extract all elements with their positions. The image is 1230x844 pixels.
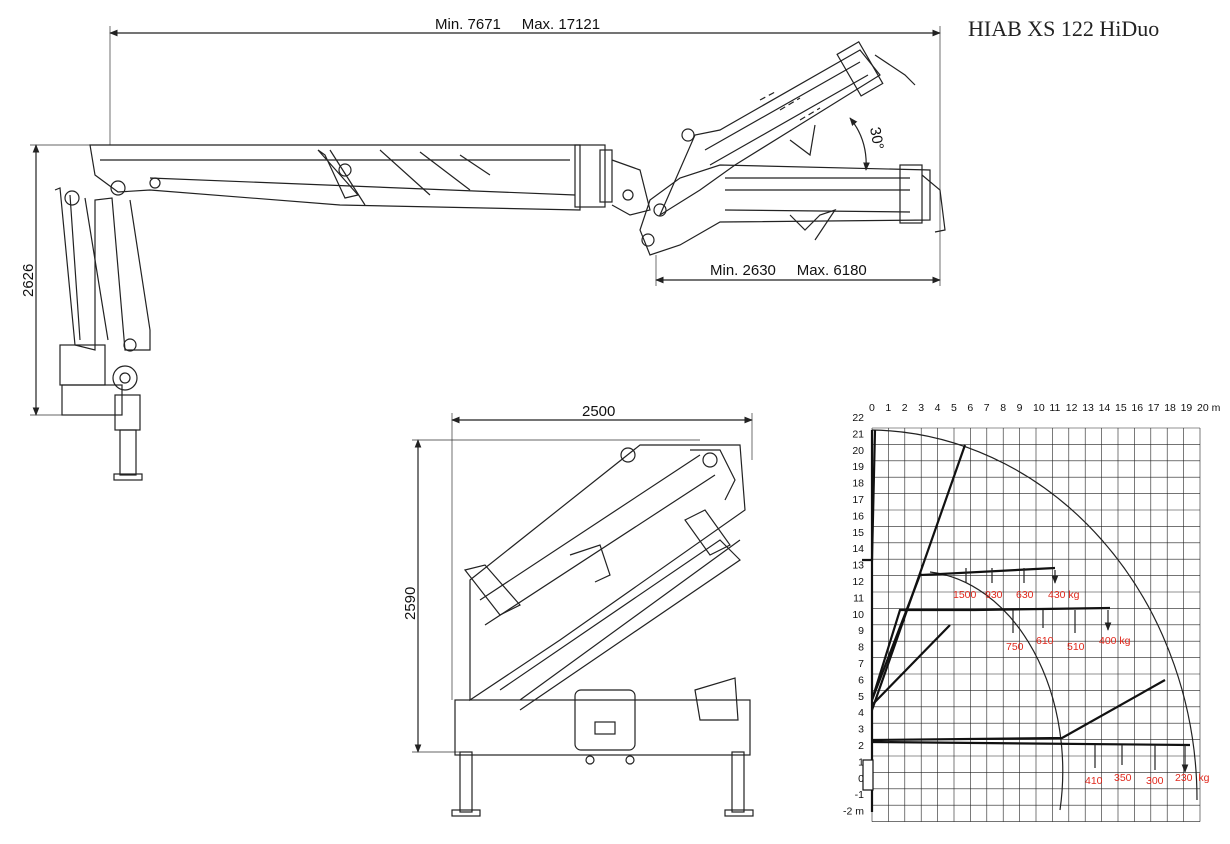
load-chart-y-ticks: 222120191817161514131211109876543210-1-2… — [843, 412, 864, 818]
load-upper-1: 1500 — [953, 589, 977, 601]
x-tick-label: 1 — [885, 402, 891, 414]
side-view: Min. 7671 Max. 17121 2626 — [20, 16, 946, 481]
main-boom — [89, 144, 651, 216]
y-tick-label: -1 — [855, 789, 864, 801]
x-tick-label: 7 — [984, 402, 990, 414]
page-title: HIAB XS 122 HiDuo — [968, 16, 1160, 41]
load-lower-2: 350 — [1114, 772, 1132, 784]
side-height-label: 2626 — [20, 264, 37, 297]
y-tick-label: 10 — [852, 609, 864, 621]
x-tick-label: 11 — [1049, 402, 1060, 414]
angle-arc — [849, 117, 870, 171]
front-height-label: 2590 — [402, 587, 419, 620]
y-tick-label: 21 — [852, 428, 864, 440]
y-tick-label: 4 — [858, 707, 864, 719]
load-middle-1: 750 — [1006, 641, 1024, 653]
load-middle-3: 510 — [1067, 641, 1085, 653]
angle-label: 30° — [866, 126, 887, 151]
x-tick-label: 18 — [1164, 402, 1176, 414]
jib-arm — [639, 164, 946, 256]
jib-reach-label: Min. 2630 Max. 6180 — [710, 262, 867, 279]
front-crane-body — [451, 444, 754, 817]
x-tick-label: 16 — [1131, 402, 1143, 414]
x-tick-label: 14 — [1099, 402, 1111, 414]
total-reach-label: Min. 7671 Max. 17121 — [435, 16, 600, 33]
x-tick-label: 13 — [1082, 402, 1094, 414]
chart-boom-positions — [862, 429, 1190, 812]
crane-column — [54, 180, 151, 481]
y-tick-label: 20 — [852, 445, 864, 457]
y-tick-label: 5 — [858, 691, 864, 703]
x-tick-label: 3 — [918, 402, 924, 414]
y-tick-label: 22 — [852, 412, 864, 424]
front-width-label: 2500 — [582, 403, 615, 420]
y-tick-label: 0 — [858, 773, 864, 785]
x-tick-label: 19 — [1181, 402, 1193, 414]
front-view: 2500 2590 — [402, 403, 754, 817]
y-tick-label: 3 — [858, 724, 864, 736]
y-tick-label: 7 — [858, 658, 864, 670]
y-tick-label: 19 — [852, 461, 864, 473]
load-lower-1: 410 — [1085, 775, 1103, 787]
y-tick-label: 2 — [858, 740, 864, 752]
load-upper-2: 930 — [985, 589, 1003, 601]
load-middle-2: 610 — [1036, 635, 1054, 647]
y-tick-label: 9 — [858, 625, 864, 637]
y-tick-label: 11 — [853, 592, 864, 604]
y-tick-label: 8 — [858, 642, 864, 654]
inner-reach-envelope — [929, 571, 1064, 811]
y-tick-label: 6 — [858, 674, 864, 686]
y-tick-label: 12 — [852, 576, 864, 588]
y-tick-label: 16 — [852, 510, 864, 522]
x-tick-label: 4 — [935, 402, 941, 414]
jib-arm-raised — [658, 41, 916, 217]
outer-reach-envelope — [871, 429, 1198, 801]
x-tick-label: 0 — [869, 402, 875, 414]
x-tick-label: 17 — [1148, 402, 1160, 414]
load-lower-3: 300 — [1146, 775, 1164, 787]
x-tick-label: 9 — [1017, 402, 1023, 414]
y-tick-label: -2 m — [843, 806, 864, 818]
y-tick-label: 15 — [852, 527, 864, 539]
y-tick-label: 17 — [852, 494, 864, 506]
load-chart-grid — [871, 427, 1201, 822]
x-tick-label: 5 — [951, 402, 957, 414]
load-middle-4: 400 kg — [1099, 635, 1131, 647]
x-tick-label: 20 m — [1197, 402, 1221, 414]
y-tick-label: 1 — [858, 756, 864, 768]
x-tick-label: 2 — [902, 402, 908, 414]
x-tick-label: 12 — [1066, 402, 1078, 414]
y-tick-label: 13 — [852, 560, 864, 572]
y-tick-label: 18 — [852, 478, 864, 490]
y-tick-label: 14 — [852, 543, 864, 555]
load-lower-4: 230 kg — [1175, 772, 1210, 784]
x-tick-label: 8 — [1000, 402, 1006, 414]
load-upper-3: 630 — [1016, 589, 1034, 601]
x-tick-label: 10 — [1033, 402, 1045, 414]
x-tick-label: 6 — [967, 402, 973, 414]
x-tick-label: 15 — [1115, 402, 1127, 414]
load-upper-4: 430 kg — [1048, 589, 1080, 601]
